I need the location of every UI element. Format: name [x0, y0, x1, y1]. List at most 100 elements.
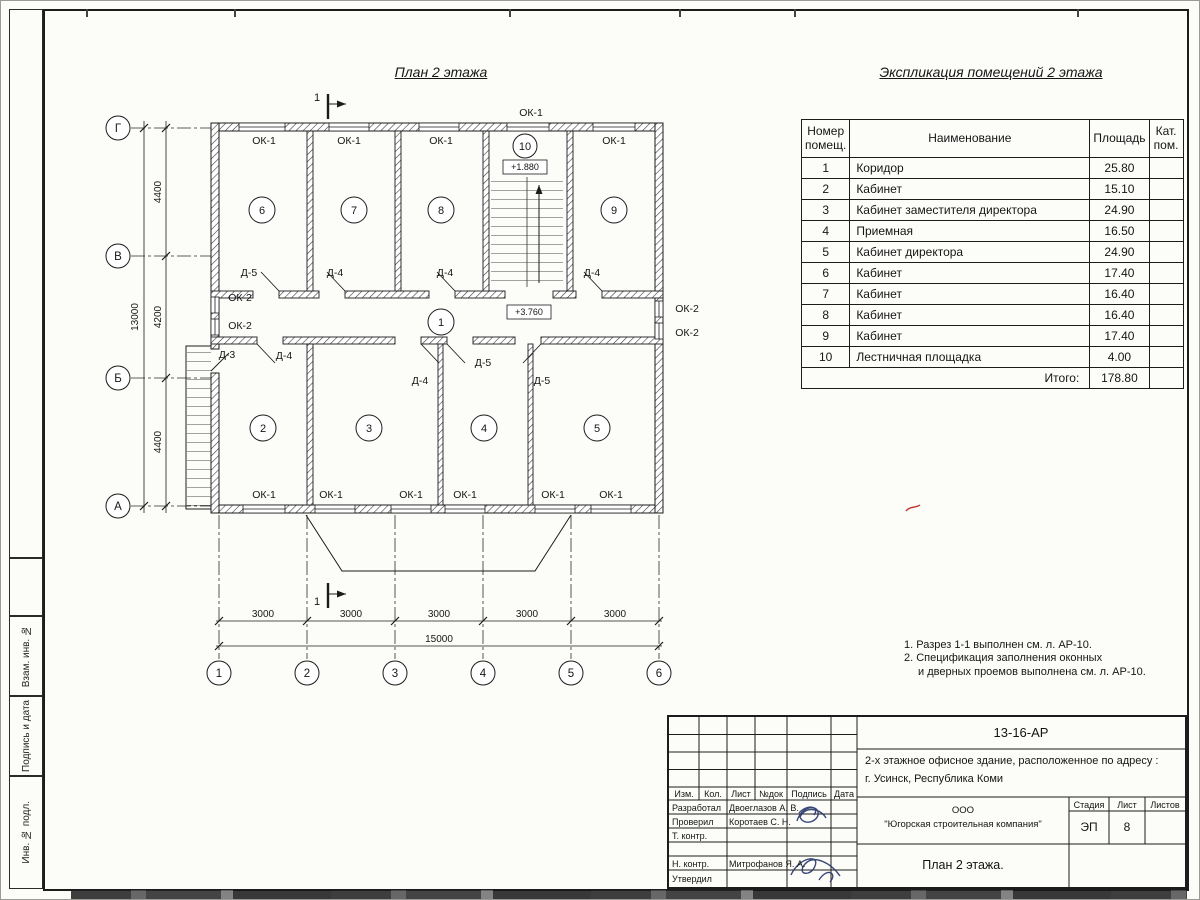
- room-number-circles: 1 2 3 4 5 6 7 8 9 10: [248, 133, 628, 442]
- window-tag: ОК-1: [429, 135, 453, 147]
- window-tag: ОК-2: [228, 292, 252, 304]
- labels: ОК-1 ОК-1 ОК-1 ОК-1 ОК-1 ОК-1 ОК-1 ОК-1 …: [219, 107, 699, 501]
- room-cat-cell: [1148, 304, 1184, 326]
- room-number: 5: [594, 423, 600, 435]
- section-label: 1: [314, 92, 320, 104]
- fold-mark: [679, 9, 681, 17]
- col-ndok: №док: [759, 789, 783, 799]
- door-tag: Д-4: [584, 267, 601, 279]
- room-cat-cell: [1148, 220, 1184, 242]
- room-cat-cell: [1148, 178, 1184, 200]
- room-area-cell: 16.40: [1089, 283, 1150, 305]
- room-area-cell: 24.90: [1089, 199, 1150, 221]
- axis-circles: Г В Б А 1 2 3 4 5 6: [105, 115, 672, 686]
- role-name: Коротаев С. Н.: [729, 817, 791, 827]
- room-name-cell: Лестничная площадка: [849, 346, 1091, 368]
- col-header-area: Площадь: [1089, 119, 1150, 158]
- dim-total: 15000: [425, 634, 453, 645]
- room-number-cell: 5: [800, 241, 851, 263]
- door-tag: Д-5: [241, 267, 258, 279]
- section-label: 1: [314, 596, 320, 608]
- object-description-line1: 2-х этажное офисное здание, расположенно…: [865, 755, 1159, 767]
- col-list: Лист: [731, 789, 751, 799]
- elevation-value: +1.880: [511, 162, 539, 172]
- col-izm: Изм.: [674, 789, 694, 799]
- margin-stamp-empty: [9, 558, 43, 616]
- role-label: Утвердил: [672, 874, 712, 884]
- company-line2: "Югорская строительная компания": [884, 819, 1042, 830]
- note-line: 1. Разрез 1-1 выполнен см. л. АР-10.: [904, 639, 1092, 651]
- room-name-cell: Кабинет директора: [849, 241, 1091, 263]
- room-number: 8: [438, 205, 444, 217]
- fold-mark: [1077, 9, 1079, 17]
- door-tag: Д-3: [219, 349, 236, 361]
- fold-mark: [509, 9, 511, 17]
- room-cat-cell: [1148, 346, 1184, 368]
- window-tag: ОК-2: [675, 327, 699, 339]
- note-line: и дверных проемов выполнена см. л. АР-10…: [918, 665, 1146, 678]
- role-label: Разработал: [672, 803, 721, 813]
- dim-value: 4400: [153, 430, 164, 453]
- header-line: пом.: [1153, 137, 1179, 152]
- col-kol: Кол.: [704, 789, 722, 799]
- axis-label: 2: [304, 668, 310, 680]
- room-name-cell: Кабинет: [849, 304, 1091, 326]
- room-number: 3: [366, 423, 372, 435]
- room-area-cell: 16.40: [1089, 304, 1150, 326]
- door-tag: Д-4: [437, 267, 454, 279]
- window-tag: ОК-1: [599, 489, 623, 501]
- role-label: Проверил: [672, 817, 714, 827]
- header-line: Кат.: [1155, 123, 1177, 138]
- elevation-value: +3.760: [515, 307, 543, 317]
- stairwell: [491, 177, 563, 287]
- margin-stamp-podpis: Подпись и дата: [9, 696, 43, 776]
- room-number-cell: 4: [800, 220, 851, 242]
- dimension-lines: [139, 121, 664, 651]
- porch: [305, 514, 572, 572]
- total-area-cell: 178.80: [1089, 367, 1150, 389]
- exterior-stair: [185, 345, 211, 510]
- header-line: Номер: [807, 123, 845, 138]
- margin-stamp-empty: [9, 9, 43, 558]
- door-tag: Д-5: [534, 375, 551, 387]
- room-area-cell: 15.10: [1089, 178, 1150, 200]
- dim-total: 13000: [130, 303, 141, 331]
- col-podpis: Подпись: [791, 789, 827, 799]
- room-area-cell: 16.50: [1089, 220, 1150, 242]
- room-area-cell: 4.00: [1089, 346, 1150, 368]
- dim-value: 3000: [340, 609, 363, 620]
- room-name-cell: Кабинет: [849, 178, 1091, 200]
- door-tag: Д-5: [475, 357, 492, 369]
- dim-value: 3000: [516, 609, 539, 620]
- role-name: Двоеглазов А. В.: [729, 803, 799, 813]
- window-tag: ОК-1: [252, 135, 276, 147]
- fold-mark: [234, 9, 236, 17]
- sheets-label: Листов: [1150, 800, 1180, 810]
- room-cat-cell: [1148, 241, 1184, 263]
- axis-label: Б: [114, 373, 122, 385]
- axis-label: 5: [568, 668, 574, 680]
- table-total-row: Итого:178.80: [800, 367, 1184, 389]
- role-label: Н. контр.: [672, 859, 710, 869]
- axis-label: Г: [115, 123, 122, 135]
- stage-value: ЭП: [1080, 820, 1098, 834]
- margin-stamp-vzam: Взам. инв. №: [9, 616, 43, 696]
- role-name: Митрофанов Я. А.: [729, 859, 806, 869]
- door-tag: Д-4: [276, 350, 293, 362]
- room-number: 2: [260, 423, 266, 435]
- axis-label: В: [114, 251, 122, 263]
- room-number-cell: 10: [800, 346, 851, 368]
- interior-walls: [210, 130, 664, 506]
- room-number-cell: 8: [800, 304, 851, 326]
- room-area-cell: 17.40: [1089, 325, 1150, 347]
- sheet-label: Лист: [1117, 800, 1137, 810]
